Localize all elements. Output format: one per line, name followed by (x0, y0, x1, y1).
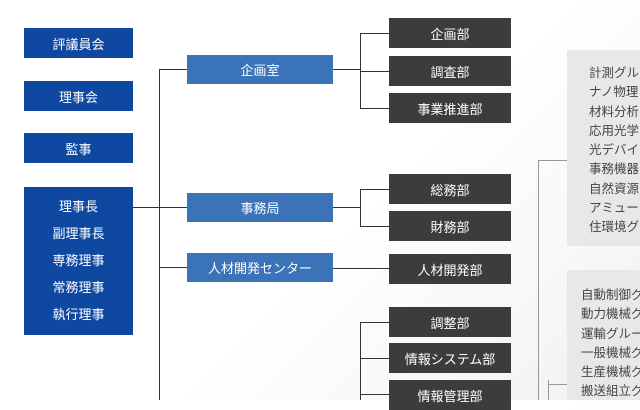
connector-to-planning-office (159, 69, 187, 70)
connector-to-hr-center (159, 267, 187, 268)
information-management-dept-label: 情報管理部 (417, 390, 483, 405)
general-affairs-dept-box[interactable]: 総務部 (389, 174, 511, 204)
business-promotion-dept-box[interactable]: 事業推進部 (389, 93, 511, 123)
planning-dept-box[interactable]: 企画部 (389, 18, 511, 48)
information-systems-dept-label: 情報システム部 (404, 352, 496, 368)
finance-dept-box[interactable]: 財務部 (389, 211, 511, 241)
planning-office-box[interactable]: 企画室 (187, 55, 333, 84)
connector-secretariat-out (333, 207, 361, 208)
group-item[interactable]: アミュー (589, 200, 639, 216)
group-item[interactable]: 搬送組立グ (581, 383, 640, 399)
executive-director: 執行理事 (52, 307, 105, 323)
directors-board-label: 理事会 (58, 90, 98, 106)
connector-to-finance (360, 226, 389, 227)
connector-to-promotion-dept (360, 108, 389, 109)
connector-planning-office-out (333, 69, 361, 70)
finance-dept-label: 財務部 (430, 220, 470, 236)
executive-vice-chairman: 副理事長 (52, 226, 105, 242)
planning-dept-label: 企画部 (430, 27, 470, 43)
connector-secretariat-branch (360, 189, 361, 227)
hr-center-box[interactable]: 人材開発センター (187, 253, 333, 282)
connector-to-coordination (360, 322, 389, 323)
connector-hr-center-out (333, 268, 389, 269)
group-item[interactable]: 材料分析 (589, 103, 640, 119)
group-item[interactable]: 動力機械グ (581, 306, 640, 322)
organization-chart: 評議員会 理事会 監事 理事長 副理事長 専務理事 常務理事 執行理事 企画室 … (24, 18, 640, 410)
group-item[interactable]: 自動制御グ (581, 287, 640, 302)
connector-to-info-management (360, 394, 389, 395)
hr-center-label: 人材開発センター (207, 262, 312, 277)
information-management-dept-box[interactable]: 情報管理部 (389, 380, 511, 410)
auditor-label: 監事 (65, 142, 92, 158)
connector-main-trunk (159, 69, 160, 400)
coordination-dept-label: 調整部 (430, 316, 470, 332)
coordination-dept-box[interactable]: 調整部 (389, 307, 511, 337)
group-item[interactable]: 運輸グルー (581, 325, 640, 341)
general-affairs-dept-label: 総務部 (430, 183, 470, 199)
connector-to-secretariat (159, 207, 187, 208)
survey-dept-box[interactable]: 調査部 (389, 56, 511, 86)
connector-group-branch (538, 160, 539, 400)
information-systems-dept-box[interactable]: 情報システム部 (389, 343, 511, 373)
secretariat-label: 事務局 (240, 202, 280, 217)
group-item[interactable]: 計測グル (589, 65, 640, 80)
executive-managing-director: 常務理事 (52, 280, 105, 296)
executive-chairman: 理事長 (58, 199, 98, 215)
connector-to-general-affairs (360, 189, 389, 190)
planning-office-label: 企画室 (240, 64, 280, 79)
group-item[interactable]: 一般機械グ (581, 344, 640, 360)
executive-senior-managing-director: 専務理事 (52, 253, 105, 269)
connector-exec-to-trunk (133, 207, 160, 208)
auditor-box[interactable]: 監事 (24, 133, 133, 163)
group-item[interactable]: 応用光学 (589, 122, 640, 138)
group-item[interactable]: 事務機器 (589, 161, 640, 177)
connector-group-lower-stub (548, 380, 549, 400)
executives-box[interactable]: 理事長 副理事長 専務理事 常務理事 執行理事 (24, 187, 133, 335)
research-groups-panel-lower: 自動制御グ 動力機械グ 運輸グルー 一般機械グ 生産機械グ 搬送組立グ (567, 270, 640, 400)
connector-to-planning-dept (360, 33, 389, 34)
group-item[interactable]: 光デバイ (589, 142, 640, 158)
survey-dept-label: 調査部 (430, 65, 470, 81)
secretariat-box[interactable]: 事務局 (187, 193, 333, 222)
group-item[interactable]: 住環境グ (589, 219, 640, 235)
research-groups-panel-upper: 計測グル ナノ物理 材料分析 応用光学 光デバイ 事務機器 自然資源 アミュー … (567, 50, 640, 246)
hr-development-dept-box[interactable]: 人材開発部 (389, 254, 511, 284)
connector-group-upper-stub (538, 160, 567, 161)
group-item[interactable]: 生産機械グ (581, 364, 640, 380)
business-promotion-dept-label: 事業推進部 (417, 102, 483, 118)
council-label: 評議員会 (52, 37, 105, 53)
hr-development-dept-label: 人材開発部 (417, 263, 483, 279)
connector-group-lower-tick (548, 384, 567, 385)
group-item[interactable]: 自然資源 (589, 180, 640, 196)
group-item[interactable]: ナノ物理 (589, 84, 639, 100)
directors-board-box[interactable]: 理事会 (24, 81, 133, 111)
connector-lower-branch (360, 322, 361, 400)
connector-to-info-systems (360, 358, 389, 359)
connector-to-survey-dept (360, 71, 389, 72)
council-box[interactable]: 評議員会 (24, 28, 133, 58)
